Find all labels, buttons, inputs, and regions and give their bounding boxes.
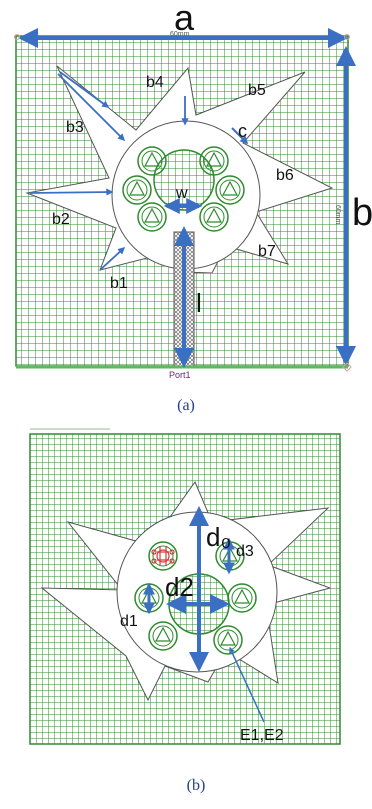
pointer-b2	[29, 188, 114, 196]
label-b5: b5	[248, 82, 266, 99]
label-b4: b4	[146, 74, 164, 91]
pointer-b3-bottom	[57, 73, 126, 142]
label-c: c	[238, 121, 247, 141]
caption-b: (b)	[187, 777, 206, 794]
label-d3: d3	[236, 543, 254, 560]
caption-a: (a)	[177, 397, 195, 414]
pointer-e	[229, 646, 265, 723]
ring-a2	[199, 146, 229, 176]
via-structure	[151, 546, 175, 566]
label-d2: d2	[165, 572, 194, 602]
port-label: Port1	[169, 370, 191, 380]
label-b2: b2	[52, 211, 70, 228]
pointer-b1	[99, 247, 126, 271]
corner-marker-br	[342, 362, 352, 372]
dim-c-arrow	[231, 127, 249, 145]
ring-b5	[148, 621, 178, 651]
label-b6: b6	[276, 167, 294, 184]
label-a: a	[174, 0, 195, 38]
label-w: w	[175, 185, 188, 202]
label-b: b	[352, 192, 372, 234]
ring-a5	[137, 202, 167, 232]
ring-a4	[215, 175, 245, 205]
ruler-right-label: 60mm	[334, 205, 341, 225]
label-l: l	[196, 288, 202, 318]
corner-marker-tl	[14, 34, 20, 40]
ring-a1	[137, 146, 167, 176]
panel-a: a 60mm 60mm b b4 b5 b3 c b6 b2 w b7 b1 l…	[14, 0, 372, 414]
ring-b1	[148, 541, 178, 571]
ring-a6	[199, 202, 229, 232]
pointer-b3-top	[59, 71, 110, 108]
ring-a3	[122, 175, 152, 205]
label-d1: d1	[120, 613, 138, 630]
label-e: E1,E2	[240, 727, 284, 744]
ring-b6	[213, 625, 243, 655]
panel-b: d₀ d3 d2 d1 E1,E2 (b)	[29, 428, 341, 794]
ruler-top-label: 60mm	[170, 31, 190, 38]
corner-marker-tr	[344, 34, 350, 40]
label-d0: d₀	[206, 522, 231, 552]
label-b7: b7	[258, 243, 276, 260]
label-b1: b1	[110, 275, 128, 292]
slot-rings-a	[122, 146, 245, 232]
label-b3: b3	[66, 119, 84, 136]
